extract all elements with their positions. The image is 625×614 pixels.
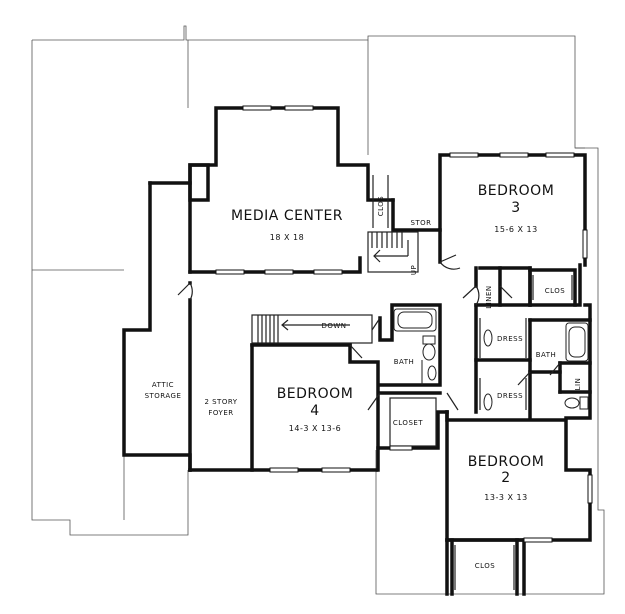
bath-b4-label: BATH bbox=[394, 358, 415, 366]
clos-b3-label: CLOS bbox=[545, 287, 566, 295]
bedroom3-number: 3 bbox=[511, 200, 520, 216]
attic-label-2: STORAGE bbox=[145, 392, 182, 400]
stairs-down bbox=[251, 314, 373, 344]
windows bbox=[215, 105, 593, 543]
bedroom3-size: 15-6 X 13 bbox=[494, 225, 537, 234]
bedroom2-size: 13-3 X 13 bbox=[484, 493, 527, 502]
stairs-up bbox=[367, 231, 419, 273]
bedroom2-name: BEDROOM bbox=[468, 454, 545, 470]
clos-media-label: CLOS bbox=[377, 196, 385, 217]
media-center-size: 18 X 18 bbox=[270, 233, 304, 242]
dress-label-2: DRESS bbox=[497, 392, 523, 400]
walls bbox=[122, 106, 592, 596]
foyer-label-2: FOYER bbox=[208, 409, 233, 417]
bedroom3-name: BEDROOM bbox=[478, 183, 555, 199]
down-label: DOWN bbox=[321, 322, 346, 330]
roof-outline bbox=[31, 25, 605, 595]
bedroom4-size: 14-3 X 13-6 bbox=[289, 424, 341, 433]
fixtures bbox=[372, 175, 589, 590]
foyer-label-1: 2 STORY bbox=[204, 398, 237, 406]
bedroom4-number: 4 bbox=[310, 403, 319, 419]
stor-label: STOR bbox=[410, 219, 431, 227]
attic-label-1: ATTIC bbox=[152, 381, 174, 389]
bedroom4-name: BEDROOM bbox=[277, 386, 354, 402]
doors bbox=[177, 254, 561, 411]
linen-label: LINEN bbox=[485, 285, 493, 308]
lin-label: LIN bbox=[574, 378, 582, 391]
bath-mid-label: BATH bbox=[536, 351, 557, 359]
room-labels: MEDIA CENTER 18 X 18 BEDROOM 3 15-6 X 13… bbox=[145, 183, 582, 570]
closet-label: CLOSET bbox=[393, 419, 423, 427]
bedroom2-number: 2 bbox=[501, 470, 510, 486]
dress-label-1: DRESS bbox=[497, 335, 523, 343]
up-label: UP bbox=[410, 265, 418, 275]
media-center-name: MEDIA CENTER bbox=[231, 208, 343, 224]
clos-b2-label: CLOS bbox=[475, 562, 496, 570]
